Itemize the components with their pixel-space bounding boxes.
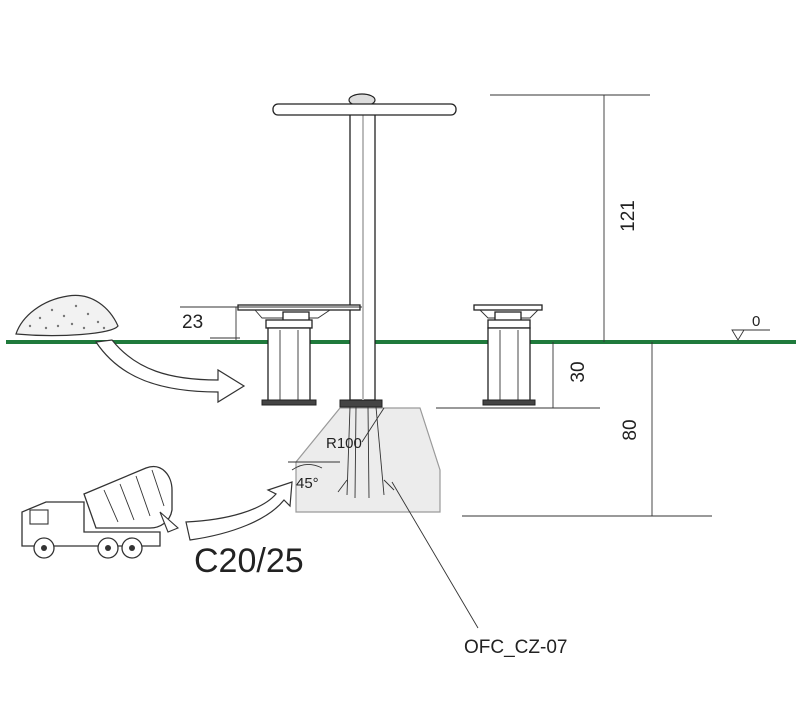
product-code-callout: OFC_CZ-07 xyxy=(391,481,567,658)
central-pole xyxy=(272,93,457,401)
level-mark: 0 xyxy=(731,313,770,341)
dimension-121-label: 121 xyxy=(618,200,639,232)
level-mark-label: 0 xyxy=(752,313,760,330)
concrete-grade-label: C20/25 xyxy=(194,542,304,580)
backfill-arrow-icon xyxy=(94,339,246,404)
angle-label: 45° xyxy=(296,475,319,492)
dimension-80: 80 xyxy=(462,342,712,517)
dimension-30: 30 xyxy=(436,342,600,409)
concrete-pour-arrow-icon xyxy=(185,481,293,541)
right-twister-station xyxy=(473,304,543,406)
product-code-label: OFC_CZ-07 xyxy=(464,637,567,658)
dimension-121: 121 xyxy=(490,94,650,342)
radius-label: R100 xyxy=(326,435,362,452)
dimension-30-label: 30 xyxy=(568,361,589,382)
soil-pile-icon xyxy=(15,294,119,337)
left-twister-station xyxy=(237,304,361,406)
foundation-annotation: R100 45° xyxy=(288,407,385,492)
concrete-foundation xyxy=(295,399,441,513)
dimension-23: 23 xyxy=(180,306,362,340)
dimension-23-label: 23 xyxy=(182,312,203,333)
concrete-mixer-truck-icon xyxy=(21,465,180,559)
dimension-80-label: 80 xyxy=(620,419,641,440)
